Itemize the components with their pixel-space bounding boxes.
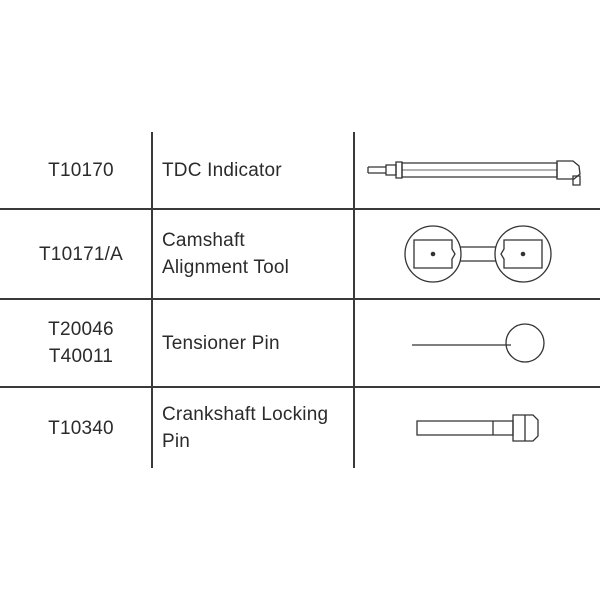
table-row: T10340 Crankshaft Locking Pin: [0, 388, 600, 468]
table-row: T10171/A Camshaft Alignment Tool: [0, 210, 600, 298]
tool-code-line: T10340: [48, 417, 114, 439]
tool-name: Camshaft Alignment Tool: [154, 210, 354, 298]
crankshaft-locking-pin-icon: [413, 410, 543, 446]
tool-image: [356, 388, 600, 468]
tool-image: [356, 210, 600, 298]
row-divider: [0, 386, 600, 388]
tool-code: T10170: [0, 132, 152, 208]
tool-code: T20046 T40011: [0, 300, 152, 386]
table-row: T20046 T40011 Tensioner Pin: [0, 300, 600, 386]
tool-code-line: T40011: [48, 346, 114, 367]
tool-name-line: Alignment Tool: [162, 257, 290, 278]
tool-name: Tensioner Pin: [154, 300, 354, 386]
tool-name: TDC Indicator: [154, 132, 354, 208]
tool-code-line: T10170: [48, 159, 114, 181]
tool-name-line: Pin: [162, 431, 191, 452]
tool-name-line: Tensioner Pin: [162, 332, 280, 354]
column-divider: [151, 132, 153, 468]
tensioner-pin-icon: [408, 318, 548, 368]
tool-table: T10170 TDC Indicator: [0, 132, 600, 468]
tool-code-line: T10171/A: [39, 243, 123, 265]
tool-code: T10171/A: [0, 210, 152, 298]
row-divider: [0, 298, 600, 300]
tool-name-line: Crankshaft Locking: [162, 404, 329, 425]
tool-name: Crankshaft Locking Pin: [154, 388, 354, 468]
tool-image: [356, 300, 600, 386]
tool-code: T10340: [0, 388, 152, 468]
tool-name-line: TDC Indicator: [162, 159, 282, 181]
row-divider: [0, 208, 600, 210]
tool-code-line: T20046: [48, 319, 114, 340]
camshaft-alignment-tool-icon: [403, 220, 553, 288]
tool-name-line: Camshaft: [162, 230, 245, 251]
table-row: T10170 TDC Indicator: [0, 132, 600, 208]
tdc-indicator-icon: [360, 150, 596, 190]
tool-image: [356, 132, 600, 208]
column-divider: [353, 132, 355, 468]
